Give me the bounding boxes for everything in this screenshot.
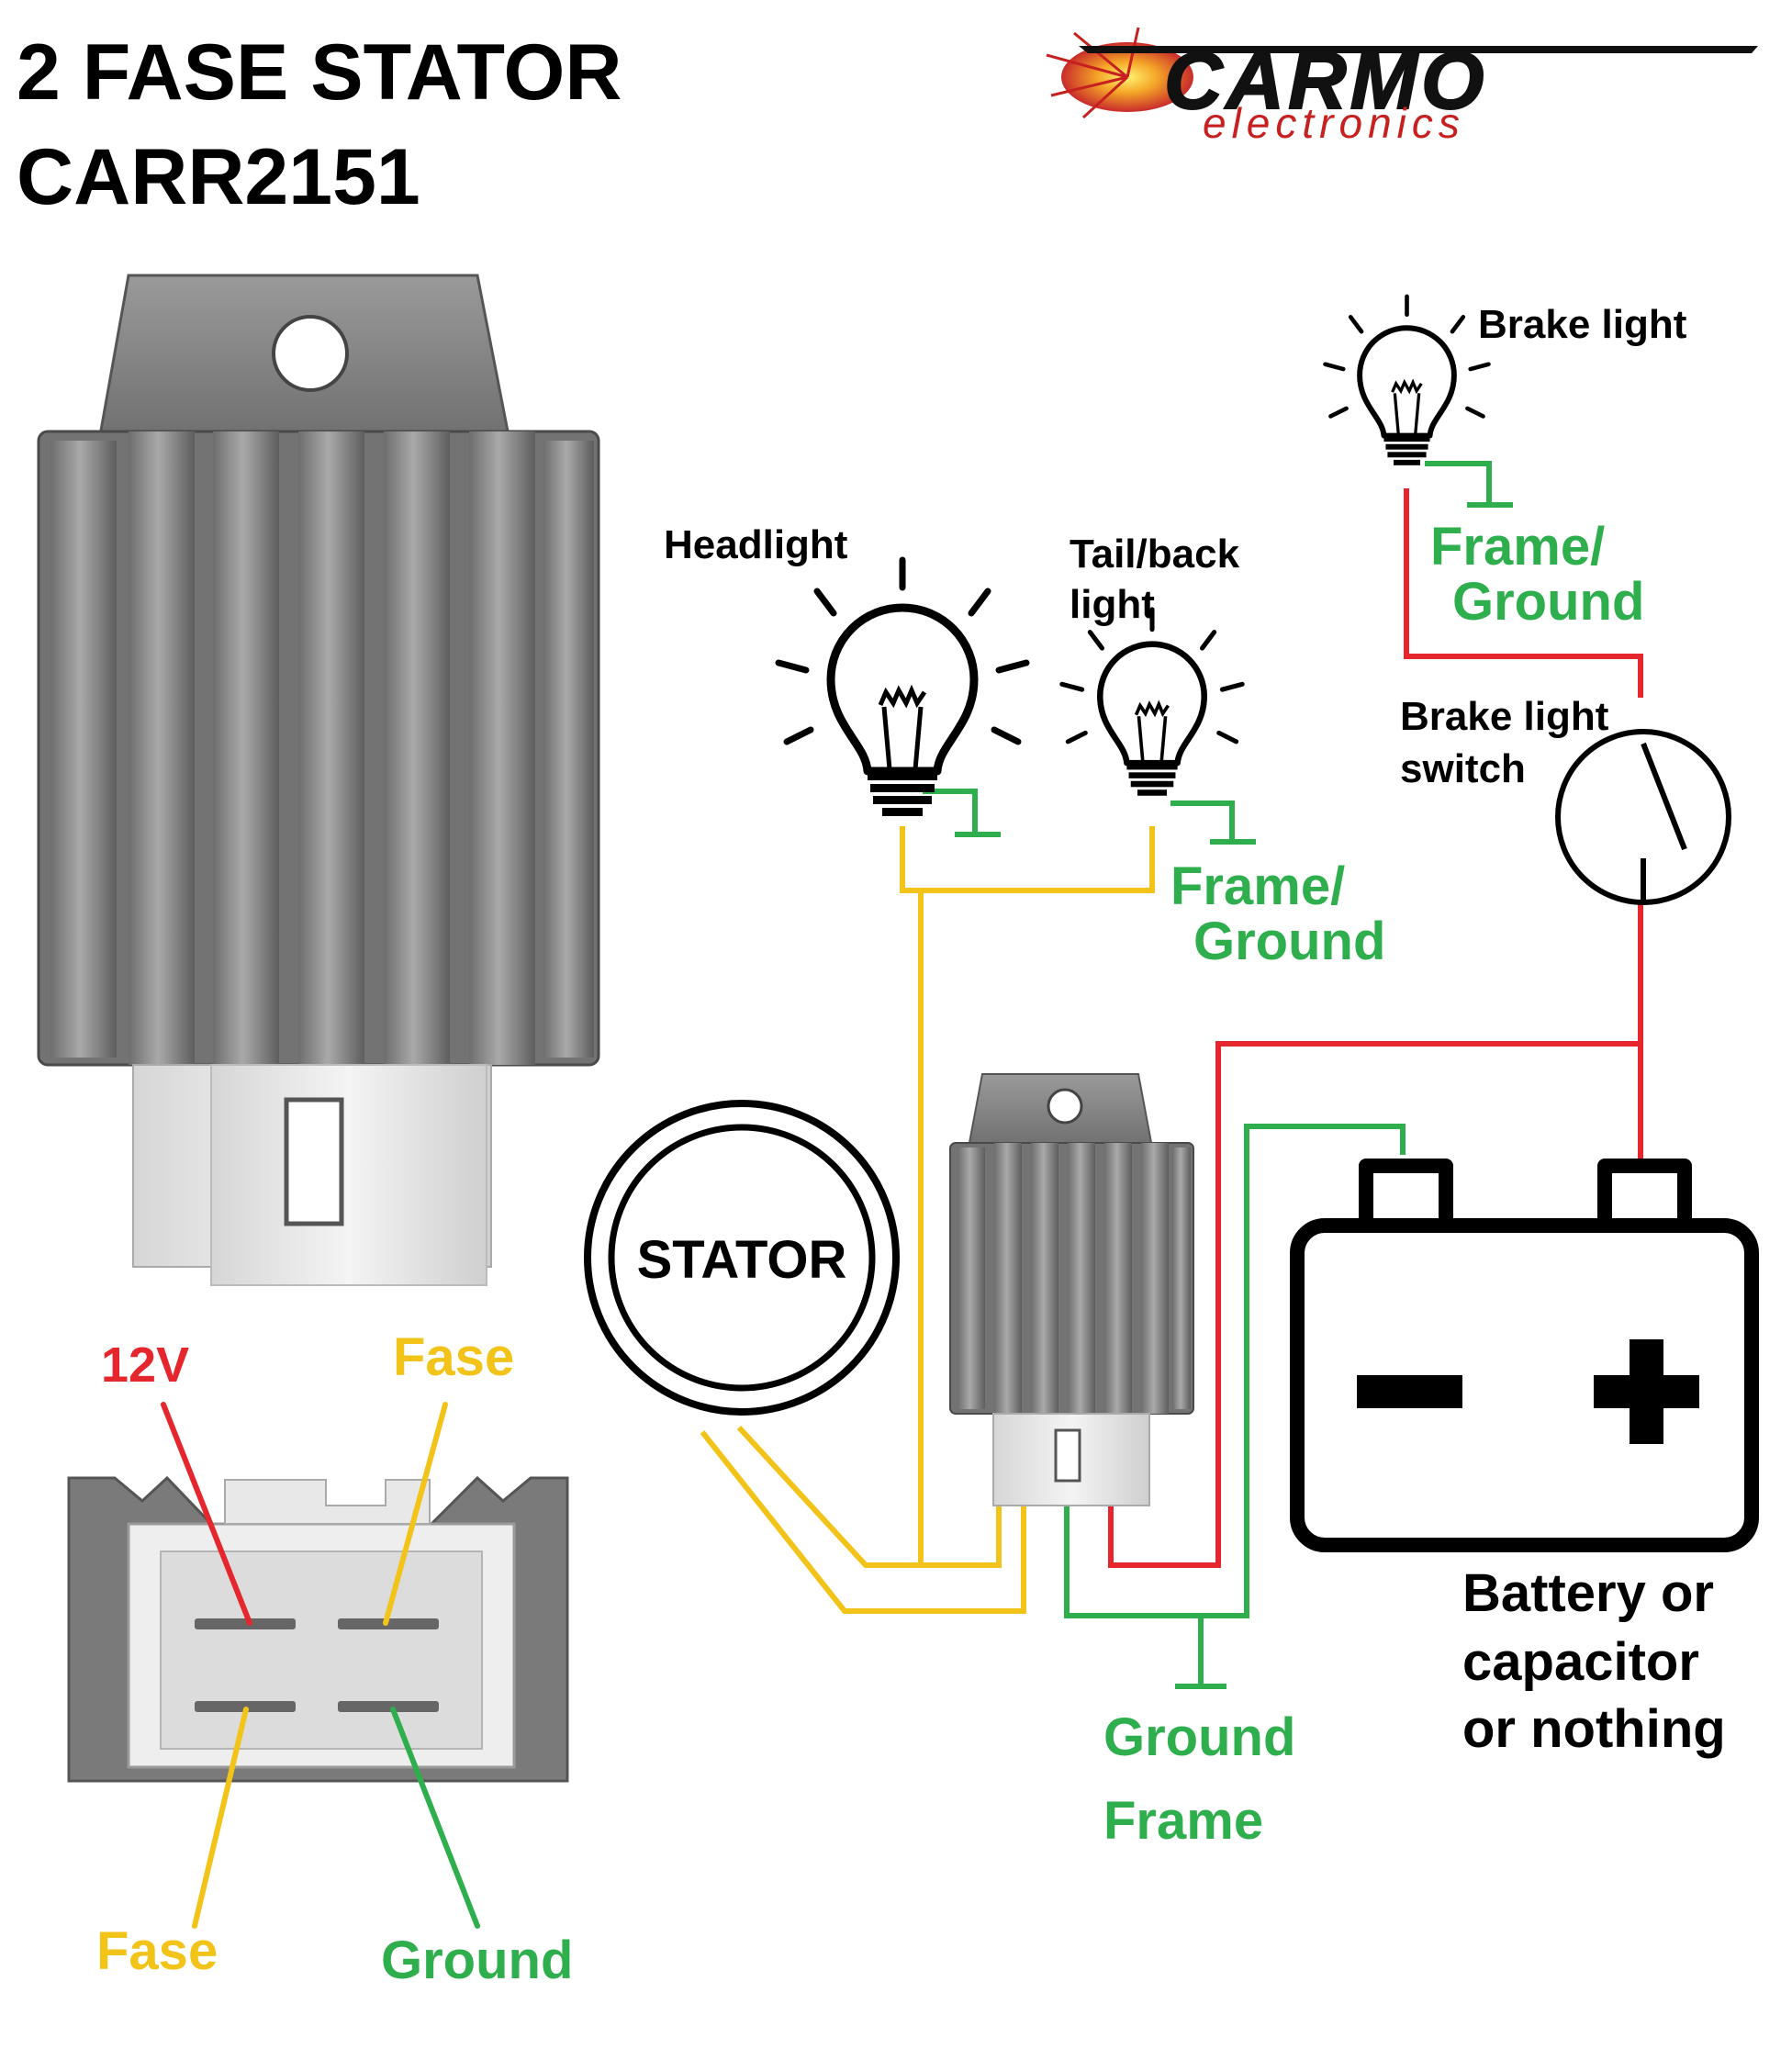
brake-switch-label-1: Brake light xyxy=(1400,694,1609,739)
tail-light-label-1: Tail/back xyxy=(1070,532,1240,577)
logo-flame-icon xyxy=(1046,27,1193,119)
battery-plus-sign-v xyxy=(1630,1339,1663,1444)
regulator-icon xyxy=(949,1073,1194,1506)
frame-ground-brake-1: Frame/ xyxy=(1430,517,1605,577)
connector-pins xyxy=(195,1618,439,1712)
pin-ground-label: Ground xyxy=(381,1931,573,1990)
brake-light-bulb-icon xyxy=(1326,297,1489,465)
battery-minus-sign xyxy=(1357,1375,1462,1408)
connector-pinout: 12V Fase Fase Ground xyxy=(67,1327,573,1990)
frame-label: Frame xyxy=(1103,1791,1263,1851)
battery-label-2: capacitor xyxy=(1462,1632,1699,1692)
frame-ground-brake-2: Ground xyxy=(1452,572,1644,632)
wires xyxy=(700,461,1643,1689)
title-line-1: 2 FASE STATOR xyxy=(17,28,622,117)
wire-stator-a xyxy=(736,1425,921,1568)
battery-label-3: or nothing xyxy=(1462,1699,1726,1759)
wire-lights xyxy=(900,826,1155,893)
carmo-logo: CARMO electronics xyxy=(1046,27,1758,147)
wire-phase-1 xyxy=(918,890,1002,1568)
wire-ground xyxy=(1064,1124,1406,1618)
headlight-bulb-icon xyxy=(778,560,1026,816)
headlight-label: Headlight xyxy=(664,522,848,567)
tail-light-label-2: light xyxy=(1070,582,1155,627)
regulator-photo xyxy=(37,274,600,1286)
pin-fase-bottom-label: Fase xyxy=(96,1921,218,1981)
pin-12v-label: 12V xyxy=(101,1338,189,1393)
stator-icon xyxy=(584,1100,900,1416)
title-line-2: CARR2151 xyxy=(17,133,420,221)
wire-12v xyxy=(1108,1041,1641,1568)
tail-light-bulb-icon xyxy=(1062,610,1242,796)
frame-ground-lights-2: Ground xyxy=(1193,912,1385,971)
battery-icon xyxy=(1290,1159,1759,1552)
wire-brake-light xyxy=(1404,488,1643,698)
frame-ground-lights-1: Frame/ xyxy=(1170,856,1345,916)
pin-fase-top-label: Fase xyxy=(393,1327,514,1387)
brake-switch-icon xyxy=(1555,729,1731,905)
logo-sub: electronics xyxy=(1203,99,1465,147)
brake-light-label: Brake light xyxy=(1478,302,1687,347)
brake-switch-label-2: switch xyxy=(1400,746,1526,791)
stator-label: STATOR xyxy=(637,1230,847,1290)
logo-brand: CARMO xyxy=(1164,35,1487,126)
ground-label: Ground xyxy=(1103,1707,1295,1767)
wire-phase-2 xyxy=(700,1430,1026,1614)
heatsink-fins xyxy=(50,431,594,1065)
battery-label-1: Battery or xyxy=(1462,1563,1714,1623)
